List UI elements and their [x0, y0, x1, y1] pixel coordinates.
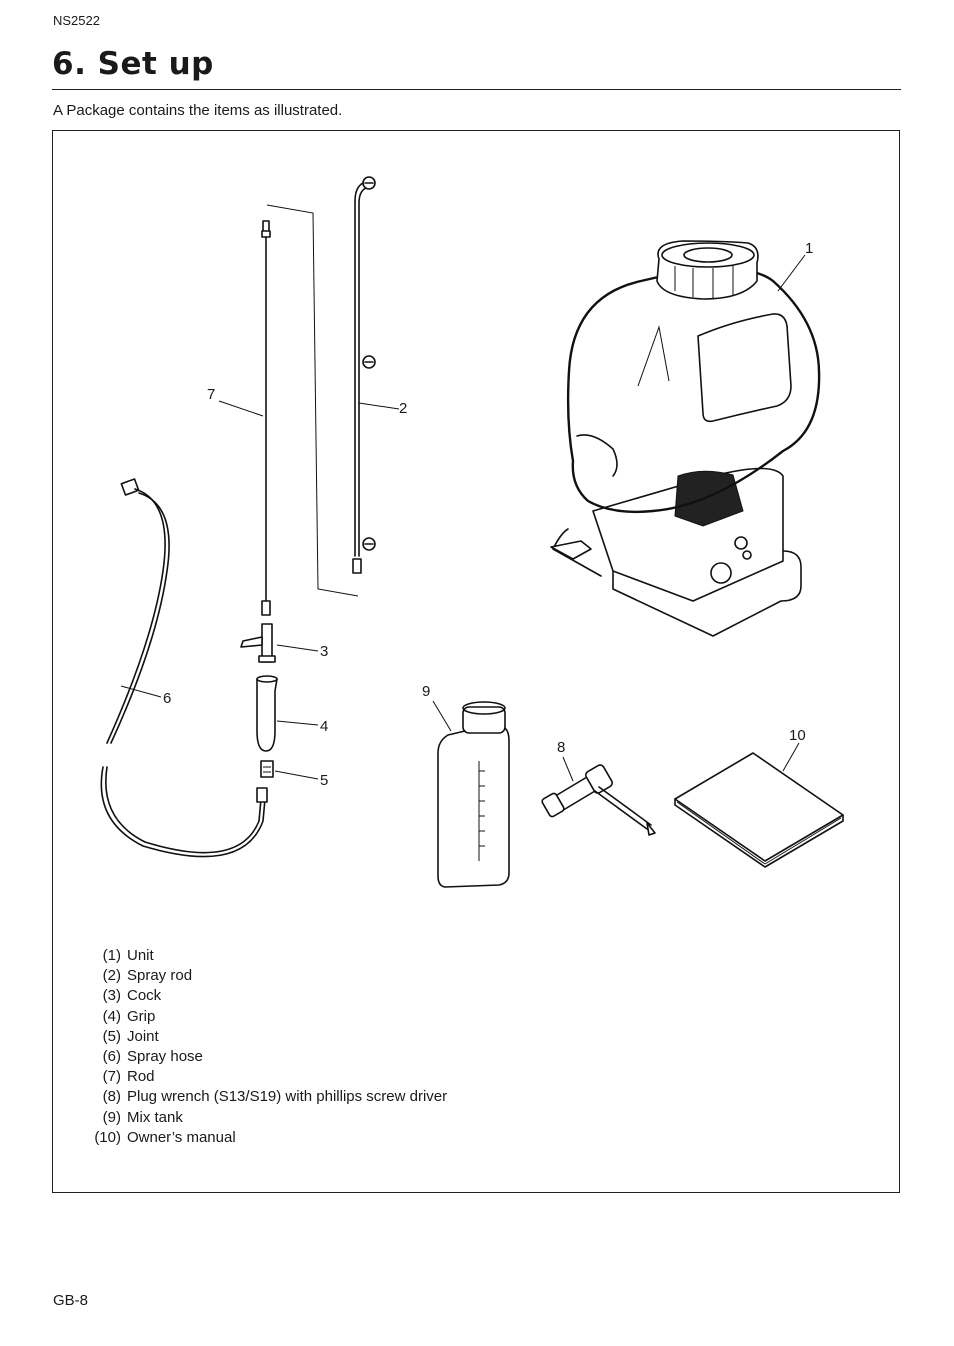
- legend-item: (1)Unit: [102, 947, 154, 964]
- callout-8: 8: [557, 739, 566, 756]
- legend-item: (9)Mix tank: [102, 1108, 183, 1126]
- callout-2: 2: [399, 400, 408, 417]
- legend-item: (5)Joint: [102, 1027, 159, 1045]
- grip-illustration: [256, 675, 319, 752]
- owners-manual-illustration: [674, 742, 844, 868]
- section-title: 6. Set up: [52, 46, 214, 82]
- legend-item: (8)Plug wrench (S13/S19) with phillips s…: [102, 1088, 448, 1106]
- spray-rod-illustration: [352, 176, 400, 574]
- callout-6: 6: [163, 690, 172, 707]
- mix-tank-illustration: [432, 700, 510, 888]
- page-number: GB-8: [53, 1292, 89, 1309]
- callout-4: 4: [320, 718, 329, 735]
- parts-legend: (1)Unit (2)Spray rod (3)Cock (4)Grip (5)…: [83, 946, 447, 1148]
- intro-text: A Package contains the items as illustra…: [53, 102, 343, 119]
- callout-10: 10: [789, 727, 806, 744]
- cock-illustration: [240, 623, 319, 663]
- model-number: NS2522: [53, 13, 100, 28]
- legend-item: (3)Cock: [102, 987, 162, 1005]
- title-divider: [52, 89, 901, 90]
- plug-wrench-illustration: [541, 756, 656, 836]
- callout-1: 1: [805, 240, 814, 257]
- rod-bracket-line: [266, 204, 359, 597]
- legend-item: (6)Spray hose: [102, 1048, 203, 1066]
- legend-item: (2)Spray rod: [102, 967, 193, 985]
- package-illustration: [100, 176, 844, 888]
- joint-illustration: [260, 760, 319, 780]
- unit-illustration: [550, 240, 821, 637]
- legend-item: (7)Rod: [102, 1068, 155, 1086]
- legend-item: (4)Grip: [102, 1007, 156, 1025]
- callout-7: 7: [207, 386, 216, 403]
- legend-item: (10)Owner’s manual: [94, 1128, 236, 1146]
- rod-illustration: [218, 220, 271, 616]
- callout-5: 5: [320, 772, 329, 789]
- spray-hose-illustration: [100, 478, 268, 858]
- callout-9: 9: [422, 683, 431, 700]
- package-contents-figure: 1 2 3 4 5 6 7 8 9 10 (1)Unit (2)Spray ro…: [52, 130, 900, 1193]
- callout-3: 3: [320, 643, 329, 660]
